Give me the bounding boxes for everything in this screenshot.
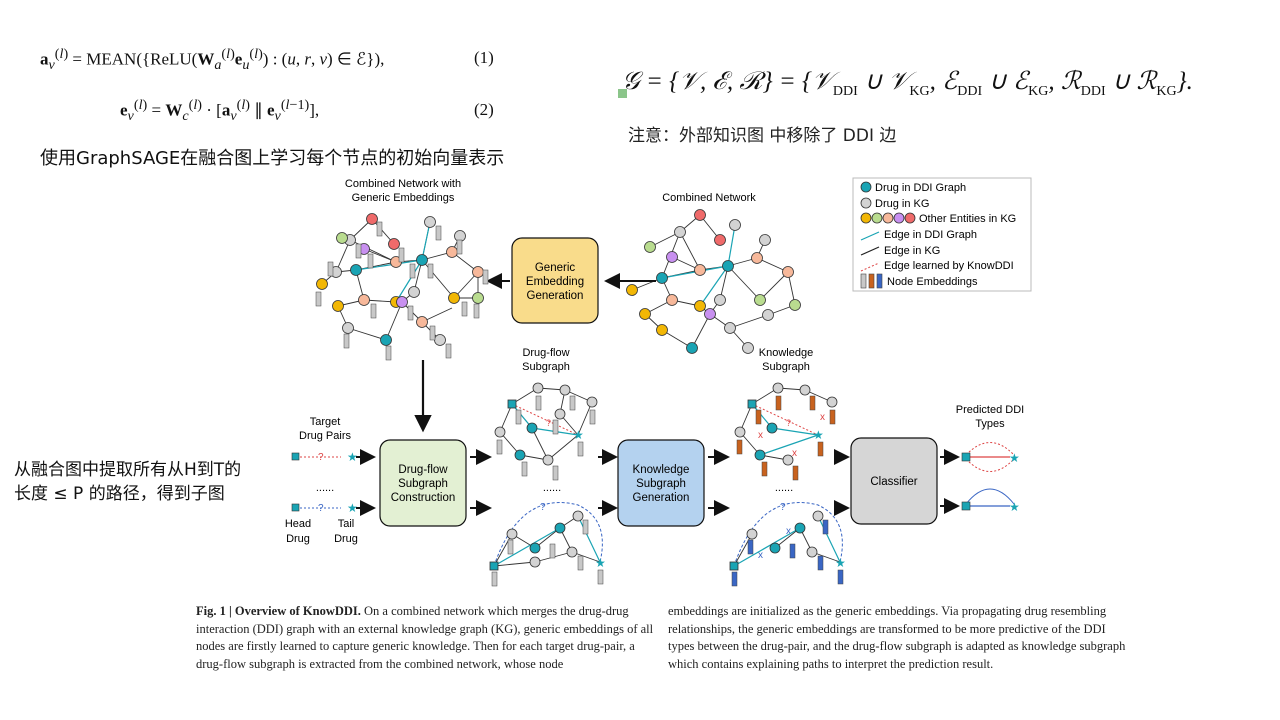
drug-flow-subgraph-bottom: ? ★ [489, 502, 606, 587]
label-target-1: Target [310, 416, 341, 428]
dfsc-label-2: Subgraph [398, 478, 448, 490]
figure-caption-right: embeddings are initialized as the generi… [668, 603, 1128, 673]
knowledge-subgraph-top: ? x x x ★ [734, 382, 838, 481]
caption-right-text: embeddings are initialized as the generi… [668, 604, 1126, 671]
combined-network-graph [626, 209, 801, 354]
svg-text:★: ★ [813, 428, 824, 442]
label-combined-network: Combined Network [662, 192, 756, 204]
generic-embedding-label-1: Generic [535, 262, 576, 274]
label-combined-with-embeddings-1: Combined Network with [345, 178, 461, 190]
equation-1: av(l) = MEAN({ReLU(Wa(l)eu(l)) : (u, r, … [40, 46, 385, 74]
dfsc-label-1: Drug-flow [398, 464, 448, 476]
legend-kg-edge: Edge in KG [884, 245, 940, 257]
figure-caption-left: Fig. 1 | Overview of KnowDDI. On a combi… [196, 603, 654, 673]
combined-network-embeddings-graph [315, 213, 489, 361]
svg-text:★: ★ [1009, 451, 1020, 465]
svg-text:?: ? [318, 452, 324, 463]
equation-2: ev(l) = Wc(l) · [av(l) ∥ ev(l−1)], [120, 97, 320, 125]
ksg-label-1: Knowledge [633, 464, 690, 476]
legend-node-embeddings: Node Embeddings [887, 276, 978, 288]
pairs-dots: ...... [316, 482, 334, 494]
knowddi-overview-diagram: Drug in DDI Graph Drug in KG Other Entit… [285, 177, 1032, 587]
graphsage-note: 使用GraphSAGE在融合图上学习每个节点的初始向量表示 [40, 148, 505, 169]
svg-text:?: ? [540, 502, 546, 513]
generic-embedding-label-2: Embedding [526, 276, 584, 288]
svg-text:x: x [820, 412, 825, 423]
path-extract-note-line2: 长度 ≤ P 的路径，得到子图 [14, 484, 225, 504]
ksg-label-3: Generation [633, 492, 690, 504]
label-knowledge-2: Subgraph [762, 361, 810, 373]
label-head-1: Head [285, 518, 311, 530]
legend-ddi-edge: Edge in DDI Graph [884, 229, 977, 241]
svg-text:★: ★ [347, 501, 358, 515]
knowledge-generation-box [617, 439, 705, 527]
drug-flow-subgraph-top: ? ★ [494, 382, 598, 481]
label-tail-2: Drug [334, 533, 358, 545]
ksg-label-2: Subgraph [636, 478, 686, 490]
legend-other-entities: Other Entities in KG [919, 213, 1016, 225]
knowledge-subgraph-bottom: ? x x ★ [729, 502, 846, 587]
equation-2-number: (2) [474, 100, 494, 119]
label-combined-with-embeddings-2: Generic Embeddings [352, 192, 455, 204]
svg-text:★: ★ [347, 450, 358, 464]
label-predicted-1: Predicted DDI [956, 404, 1024, 416]
svg-text:★: ★ [835, 556, 846, 570]
graph-set-definition: 𝒢 = {𝒱, ℰ, ℛ} = {𝒱DDI ∪ 𝒱KG, ℰDDI ∪ ℰKG,… [622, 68, 1193, 99]
svg-text:★: ★ [595, 556, 606, 570]
generic-embedding-label-3: Generation [527, 290, 584, 302]
label-predicted-2: Types [975, 418, 1005, 430]
classifier-box [850, 437, 938, 525]
svg-text:x: x [786, 526, 791, 537]
drug-flow-construction-box [379, 439, 467, 527]
svg-text:?: ? [318, 503, 324, 514]
label-head-2: Drug [286, 533, 310, 545]
caption-left-text: On a combined network which merges the d… [196, 604, 654, 671]
svg-text:?: ? [786, 418, 791, 428]
svg-text:x: x [792, 448, 797, 459]
label-tail-1: Tail [338, 518, 355, 530]
label-knowledge-1: Knowledge [759, 347, 813, 359]
svg-text:★: ★ [1009, 500, 1020, 514]
label-drug-flow-2: Subgraph [522, 361, 570, 373]
target-pair-top: ? ★ [291, 450, 358, 464]
generic-embedding-generation-box [511, 237, 599, 324]
label-target-2: Drug Pairs [299, 430, 351, 442]
path-extract-note-line1: 从融合图中提取所有从H到T的 [14, 460, 242, 480]
legend-learned-edge: Edge learned by KnowDDI [884, 260, 1014, 272]
caption-bold: Fig. 1 | Overview of KnowDDI. [196, 604, 361, 618]
predicted-pair-bottom: ★ [961, 488, 1020, 514]
dfsc-label-3: Construction [391, 492, 456, 504]
legend-ddi-drug: Drug in DDI Graph [875, 182, 966, 194]
svg-text:x: x [758, 550, 763, 561]
target-pair-bottom: ? ★ [291, 501, 358, 515]
green-marker [618, 89, 627, 98]
svg-text:★: ★ [573, 428, 584, 442]
predicted-pair-top: ★ [961, 442, 1020, 472]
classifier-label: Classifier [870, 476, 917, 488]
svg-text:?: ? [780, 502, 786, 513]
legend: Drug in DDI Graph Drug in KG Other Entit… [852, 177, 1032, 292]
label-drug-flow-1: Drug-flow [522, 347, 569, 359]
svg-text:?: ? [546, 418, 551, 428]
legend-kg-drug: Drug in KG [875, 198, 929, 210]
equation-1-number: (1) [474, 48, 494, 67]
svg-text:x: x [758, 430, 763, 441]
remove-ddi-note: 注意：外部知识图 中移除了 DDI 边 [628, 126, 897, 146]
drug-flow-dots: ...... [543, 482, 561, 494]
knowledge-dots: ...... [775, 482, 793, 494]
